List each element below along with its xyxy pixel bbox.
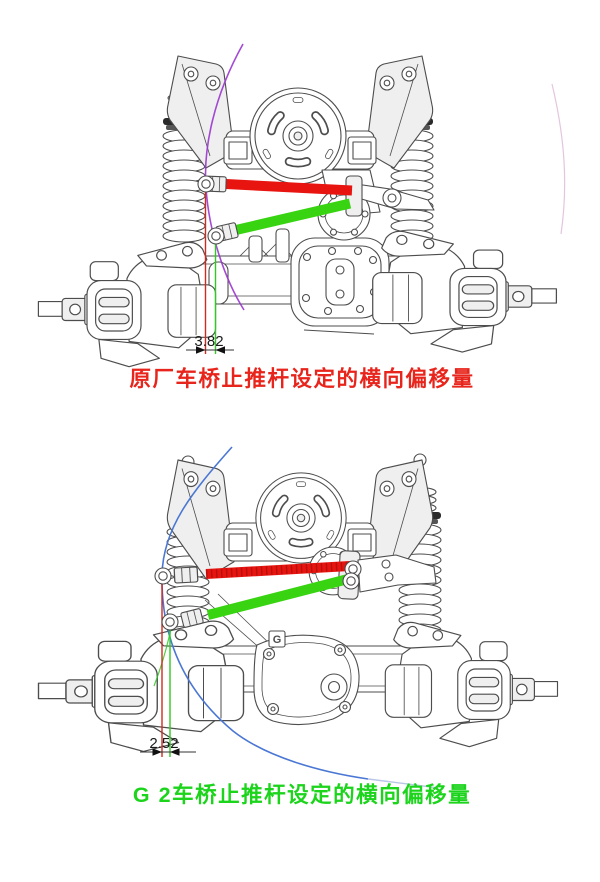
g2-badge-letter: G xyxy=(273,634,282,646)
faint-swing-arc-right xyxy=(551,83,566,235)
stock-trackbar xyxy=(197,175,353,196)
figure-caption-g2: G 2车桥止推杆设定的横向偏移量 xyxy=(133,782,471,807)
steering-knuckle-left xyxy=(37,241,217,368)
swing-arc-fade xyxy=(367,778,439,789)
diff-cover-g2: G xyxy=(253,630,360,726)
new-trackbar-rod-end xyxy=(161,613,179,631)
dimension-value: 3.82 xyxy=(194,333,223,350)
dimension-annotation: 2.52 xyxy=(140,735,196,756)
figure-stock-axle: 3.82 原厂车桥止推杆设定的横向偏移量 xyxy=(37,43,566,391)
figure-g2-axle: G 2.52 xyxy=(37,446,559,807)
stock-trackbar-rod-end xyxy=(197,175,215,193)
steering-arm xyxy=(357,554,437,593)
swing-arc xyxy=(161,446,369,780)
axle-assembly xyxy=(37,169,558,368)
steering-knuckle-right xyxy=(372,230,558,353)
steering-knuckle-right xyxy=(384,621,559,748)
steering-knuckle-left xyxy=(37,620,245,753)
dimension-annotation: 3.82 xyxy=(186,333,234,354)
stock-trackbar xyxy=(154,560,362,585)
dimension-value: 2.52 xyxy=(149,735,178,752)
stock-trackbar-rod-end xyxy=(154,567,172,585)
g2-badge-plate xyxy=(268,630,286,648)
new-trackbar xyxy=(161,572,360,631)
figure-caption-stock: 原厂车桥止推杆设定的横向偏移量 xyxy=(129,366,474,391)
trackbar-clevis xyxy=(345,175,363,217)
new-trackbar-rod-end xyxy=(207,227,225,245)
axle-assembly: G xyxy=(37,593,559,753)
new-trackbar xyxy=(207,198,352,245)
